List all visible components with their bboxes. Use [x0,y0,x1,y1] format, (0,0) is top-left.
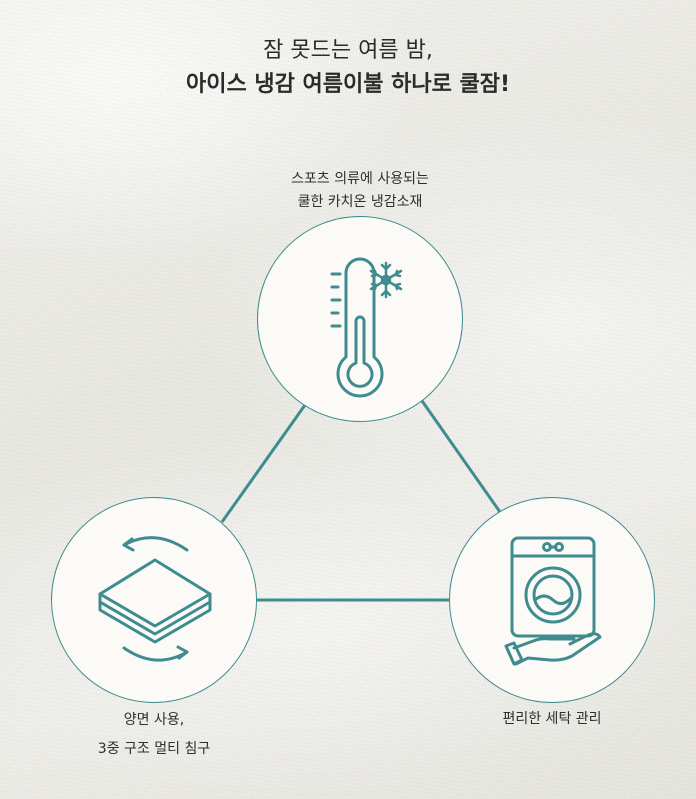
feature-circle-reversible [51,497,257,703]
feature-label-line: 쿨한 카치온 냉감소재 [297,194,423,210]
feature-circle-washing [449,497,655,703]
reversible-layers-icon [98,536,212,662]
feature-label-reversible: 양면 사용, 3중 구조 멀티 침구 [40,706,268,764]
headline-line-1: 잠 못드는 여름 밤, [263,38,433,63]
thermometer-snowflake-icon [330,257,403,398]
feature-label-line: 편리한 세탁 관리 [502,711,602,727]
feature-label-line: 스포츠 의류에 사용되는 [291,171,429,187]
feature-label-cooling: 스포츠 의류에 사용되는 쿨한 카치온 냉감소재 [230,168,490,214]
feature-circle-cooling [257,216,463,422]
feature-label-washing: 편리한 세탁 관리 [440,708,664,731]
headline: 잠 못드는 여름 밤, 아이스 냉감 여름이불 하나로 쿨잠! [0,34,696,102]
washing-machine-icon [504,536,602,666]
feature-label-line: 3중 구조 멀티 침구 [97,741,211,757]
headline-line-2: 아이스 냉감 여름이불 하나로 쿨잠! [185,72,511,97]
feature-label-line: 양면 사용, [123,712,185,728]
